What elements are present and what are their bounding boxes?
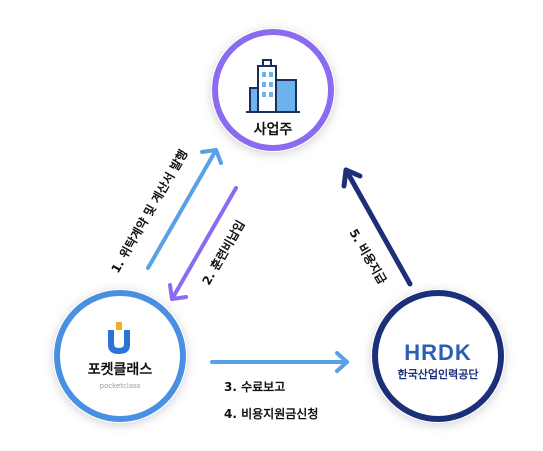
arrow-step2 bbox=[168, 186, 238, 301]
pocketclass-node: 포켓클래스 pocketclass bbox=[53, 289, 187, 423]
step2-label: 2. 훈련비납입 bbox=[199, 217, 248, 287]
step1-label: 1. 위탁계약 및 계산서 발행 bbox=[108, 147, 191, 276]
arrow-step3 bbox=[210, 351, 349, 373]
hrdk-label: 한국산업인력공단 bbox=[398, 367, 479, 381]
arrow-step5 bbox=[341, 167, 413, 287]
pocketclass-label: 포켓클래스 bbox=[88, 361, 153, 378]
hrdk-logo-text: HRDK bbox=[404, 340, 472, 365]
employer-label: 사업주 bbox=[254, 122, 293, 138]
arrow-step1 bbox=[146, 148, 223, 270]
step3-label: 3. 수료보고 bbox=[224, 380, 285, 394]
pocketclass-logo-icon bbox=[108, 322, 130, 354]
hrdk-node: HRDK 한국산업인력공단 bbox=[371, 289, 505, 423]
pocketclass-sublabel: pocketclass bbox=[100, 382, 141, 390]
step4-label: 4. 비용지원금신청 bbox=[224, 406, 318, 421]
employer-node: 사업주 bbox=[211, 28, 335, 152]
building-icon bbox=[246, 59, 300, 113]
